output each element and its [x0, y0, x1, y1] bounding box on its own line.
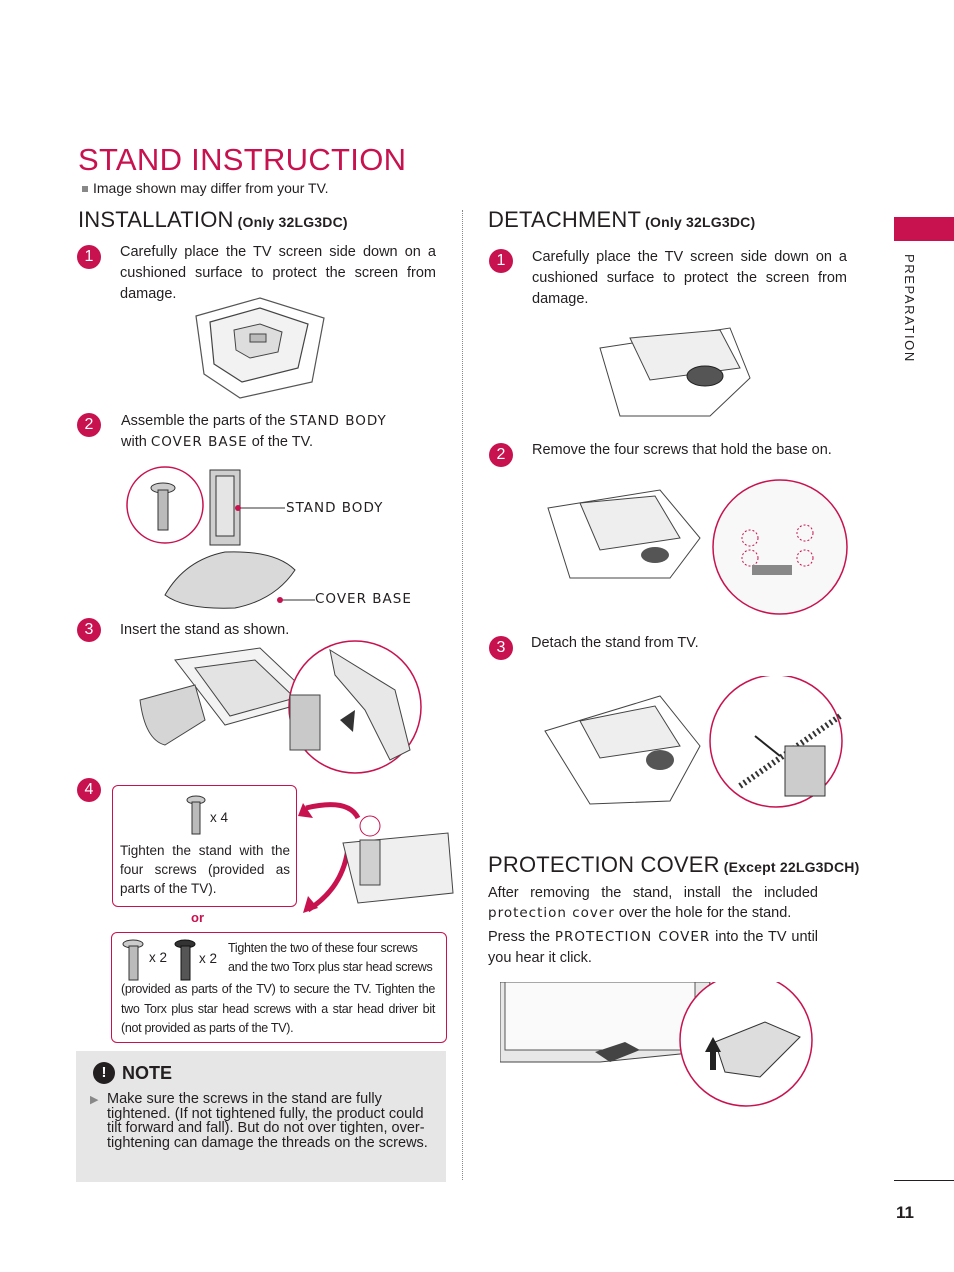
alt-screws-text-top: Tighten the two of these four screws and…: [228, 941, 433, 974]
screw-count: x 2: [149, 950, 168, 965]
step-badge: 1: [489, 249, 513, 273]
protection-text-2: Press the PROTECTION COVER into the TV u…: [488, 929, 819, 966]
screw-count: x 2: [199, 951, 218, 966]
install-step-3-text: Insert the stand as shown.: [120, 622, 290, 638]
stand-assembly-illustration: [126, 466, 315, 609]
screw-count: x 4: [210, 810, 229, 825]
note-box: [76, 1051, 446, 1182]
step-4-box: [112, 785, 297, 907]
note-text: Make sure the screws in the stand are fu…: [107, 1091, 428, 1151]
detachment-heading: DETACHMENT(Only 32LG3DC): [488, 207, 756, 232]
step-badge: 4: [77, 778, 101, 802]
stand-body-callout: STAND BODY: [286, 500, 384, 516]
screw-icon: [186, 795, 206, 835]
detach-step-2-text: Remove the four screws that hold the bas…: [532, 442, 832, 458]
detach-step-3-text: Detach the stand from TV.: [531, 635, 699, 651]
protection-cover-heading: PROTECTION COVER(Except 22LG3DCH): [488, 852, 860, 877]
page-number: 11: [896, 1203, 914, 1222]
tighten-screws-illustration: [298, 802, 454, 913]
install-step-2-text: Assemble the parts of the STAND BODY wit…: [121, 413, 387, 450]
section-tab: [894, 217, 954, 241]
tv-on-cushion-illustration: [195, 297, 325, 399]
step-badge: 3: [77, 618, 101, 642]
column-divider: [462, 210, 463, 1180]
page-rule: [894, 1180, 954, 1181]
alt-screws-text-bottom: (provided as parts of the TV) to secure …: [121, 982, 435, 1035]
image-disclaimer: Image shown may differ from your TV.: [82, 180, 329, 196]
step-badge: 2: [489, 443, 513, 467]
detach-step-1-text: Carefully place the TV screen side down …: [532, 249, 847, 307]
exclamation-icon: !: [93, 1062, 115, 1084]
detach-stand-illustration: [544, 676, 843, 808]
screw-icon: [122, 939, 144, 981]
triangle-bullet-icon: ▶: [90, 1094, 99, 1106]
step-badge: 3: [489, 636, 513, 660]
cover-base-callout: COVER BASE: [315, 591, 412, 607]
or-separator: or: [191, 910, 204, 925]
remove-screws-illustration: [547, 479, 848, 615]
install-step-4-text: Tighten the stand with the four screws (…: [120, 843, 290, 896]
insert-stand-illustration: [139, 640, 422, 774]
install-step-1-text: Carefully place the TV screen side down …: [120, 244, 436, 302]
step-badge: 1: [77, 245, 101, 269]
step-badge: 2: [77, 413, 101, 437]
torx-screw-icon: [174, 939, 196, 981]
protection-cover-illustration: [500, 982, 813, 1107]
side-label: PREPARATION: [902, 254, 917, 363]
page-title: STAND INSTRUCTION: [78, 142, 407, 177]
alternative-screws-box: [111, 932, 447, 1043]
note-title: NOTE: [122, 1063, 173, 1083]
tv-facedown-illustration: [599, 327, 751, 417]
installation-heading: INSTALLATION(Only 32LG3DC): [78, 207, 348, 232]
protection-text-1: After removing the stand, install the in…: [488, 885, 818, 921]
bullet-square-icon: [82, 186, 88, 193]
